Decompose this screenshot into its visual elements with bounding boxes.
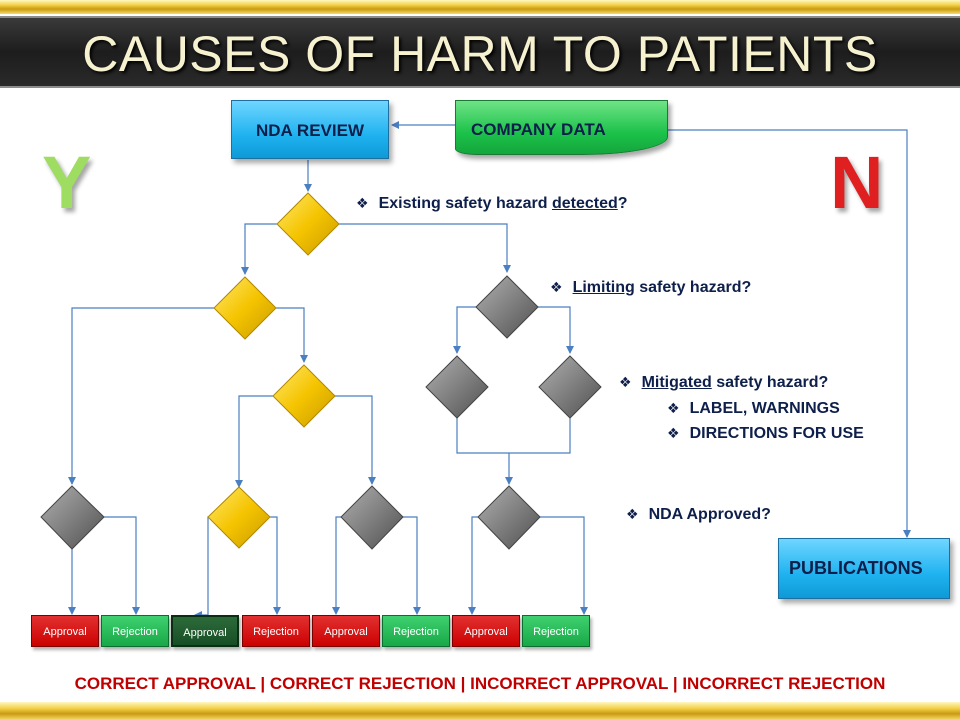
no-letter: N [830,141,884,224]
diamond-limiting-yes [213,276,277,340]
page-title: CAUSES OF HARM TO PATIENTS [82,26,878,82]
d4-left-arrow [235,395,273,488]
d9-rejection-arrow [403,516,421,615]
outcome-approval-2: Approval [171,615,239,647]
diamond-approved-4 [477,485,541,550]
diamond-limiting-no [475,275,539,339]
bullet-icon: ❖ [550,279,563,295]
question-label-warnings: ❖LABEL, WARNINGS [667,400,840,417]
diamond-approved-2 [207,486,271,549]
d7-rejection-arrow [104,516,140,615]
bullet-icon: ❖ [619,374,632,390]
bottom-gold-band [0,702,960,720]
publications-box: PUBLICATIONS [778,538,950,599]
outcome-rejection-3: Rejection [382,615,450,647]
d4-right-arrow [335,395,376,485]
company-to-publications-arrow [668,129,911,538]
question-directions-for-use: ❖DIRECTIONS FOR USE [667,425,864,442]
diamond-approved-3 [340,485,404,550]
bullet-icon: ❖ [667,400,680,416]
question-limiting-hazard: ❖Limiting safety hazard? [550,279,752,296]
outcome-approval-1: Approval [31,615,99,647]
question-mitigated-hazard: ❖Mitigated safety hazard? [619,374,829,391]
legend: CORRECT APPROVAL | CORRECT REJECTION | I… [74,674,886,693]
bullet-icon: ❖ [626,506,639,522]
diamond-mitigated-left [425,355,489,419]
d2-left-arrow [68,307,214,485]
bullet-icon: ❖ [356,195,369,211]
d3-right-arrow [538,306,574,354]
outcome-approval-3: Approval [312,615,380,647]
diamond-mitigated-right [538,355,602,419]
question-hazard-detected: ❖Existing safety hazard detected? [356,195,628,212]
d10-rejection-arrow [540,516,588,615]
d1-no-arrow [339,223,511,273]
diamond-approved-1 [40,485,105,550]
d3-left-arrow [453,306,476,354]
outcome-rejection-2: Rejection [242,615,310,647]
nda-review-box: NDA REVIEW [231,100,389,159]
diamond-hazard-detected [276,192,340,256]
yes-letter: Y [42,141,92,224]
bullet-icon: ❖ [667,425,680,441]
top-gold-band [0,0,960,14]
outcome-rejection-4: Rejection [522,615,590,647]
d10-approval-arrow [468,516,478,615]
question-nda-approved: ❖NDA Approved? [626,506,771,523]
d5-d6-merge-line [456,418,571,454]
diamond-mitigated-yes [272,364,336,428]
d2-right-arrow [276,307,308,363]
d1-yes-arrow [241,223,277,275]
company-data-box: COMPANY DATA [455,100,668,155]
title-bar [0,16,960,88]
connectors [68,121,911,619]
d8-rejection-arrow [270,516,281,615]
d9-approval-arrow [332,516,341,615]
outcome-approval-4: Approval [452,615,520,647]
outcome-rejection-1: Rejection [101,615,169,647]
